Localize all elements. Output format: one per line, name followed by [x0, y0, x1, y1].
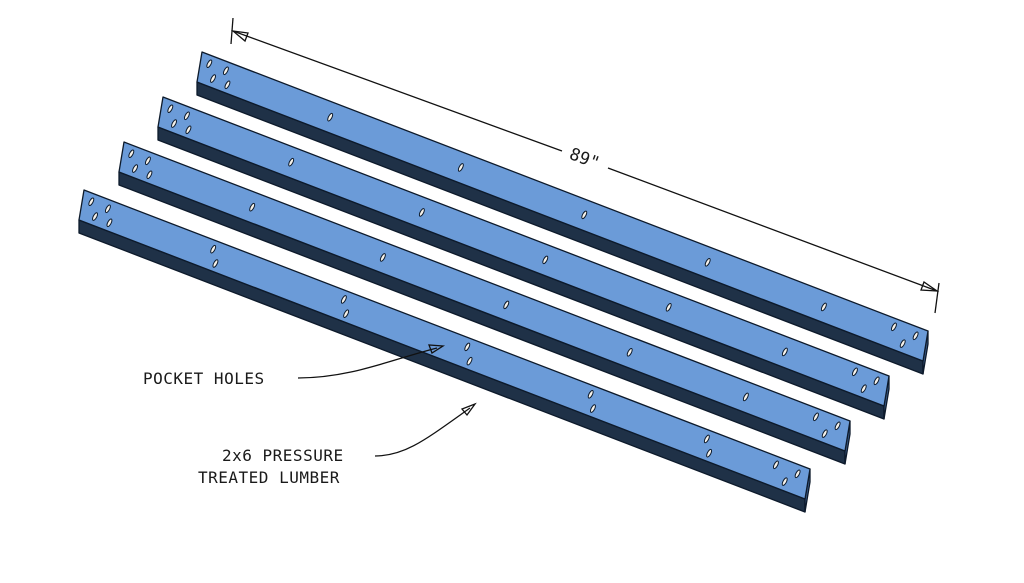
board-4-pocket-hole-9	[464, 342, 471, 352]
lumber-label-line1: 2x6 PRESSURE	[222, 446, 344, 465]
board-3-pocket-hole-2	[132, 164, 138, 173]
board-4-pocket-hole-11	[587, 390, 594, 399]
dimension-line-right	[607, 167, 938, 292]
board-4-pocket-hole-6	[212, 259, 219, 268]
board-1	[196, 51, 929, 375]
board-3	[118, 141, 851, 465]
board-4-pocket-hole-15	[772, 460, 779, 470]
board-2-pocket-hole-12	[873, 376, 880, 386]
board-3-pocket-hole-3	[144, 156, 151, 166]
dimension-arrow-left	[230, 30, 249, 43]
dimension-label: 89"	[566, 144, 602, 173]
board-4-pocket-hole-2	[92, 212, 98, 221]
board-3-pocket-hole-11	[821, 429, 828, 438]
board-4-top	[78, 189, 811, 500]
lumber-label-line2: TREATED LUMBER	[198, 468, 340, 487]
dimension-arrow-right	[920, 280, 940, 292]
board-2-top	[157, 96, 890, 407]
pocket-holes-arrowhead	[428, 344, 446, 354]
board-4-pocket-hole-1	[88, 197, 95, 207]
lumber-leader	[374, 407, 471, 457]
board-1-pocket-hole-3	[222, 66, 229, 76]
board-4-pocket-hole-5	[210, 244, 217, 254]
pocket-holes-callout: POCKET HOLES	[143, 344, 446, 388]
board-4-pocket-hole-10	[466, 356, 473, 366]
board-1-pocket-hole-4	[224, 80, 231, 90]
board-3-pocket-hole-1	[128, 149, 135, 159]
board-1-pocket-hole-7	[581, 210, 588, 220]
board-3-pocket-hole-6	[379, 253, 386, 262]
board-2-pocket-hole-3	[183, 111, 190, 121]
board-2-pocket-hole-2	[171, 119, 177, 128]
board-3-pocket-hole-8	[626, 348, 633, 357]
board-3-pocket-hole-4	[146, 170, 153, 180]
board-4-pocket-hole-14	[706, 448, 713, 458]
board-1-pocket-hole-6	[457, 163, 464, 172]
board-1-pocket-hole-5	[327, 112, 334, 122]
board-1-pocket-hole-10	[890, 322, 897, 332]
board-1-pocket-hole-11	[899, 339, 906, 348]
pocket-holes-leader	[297, 347, 438, 379]
board-1-pocket-hole-8	[704, 258, 711, 267]
board-3-pocket-hole-9	[742, 392, 749, 402]
board-2	[157, 96, 890, 420]
board-4-pocket-hole-17	[794, 469, 801, 479]
board-4-pocket-hole-16	[781, 477, 788, 486]
board-4-pocket-hole-3	[104, 204, 111, 214]
board-4-pocket-hole-12	[589, 404, 596, 413]
board-4-pocket-hole-4	[106, 218, 113, 228]
board-2-pocket-hole-7	[542, 255, 549, 265]
board-3-pocket-hole-10	[812, 412, 819, 422]
board-2-pocket-hole-10	[851, 367, 858, 377]
board-2-pocket-hole-11	[860, 384, 867, 393]
dimension-line-left	[232, 30, 563, 152]
board-3-pocket-hole-5	[249, 202, 256, 212]
board-4-pocket-hole-7	[340, 295, 347, 304]
board-3-top	[118, 141, 851, 452]
pocket-holes-label: POCKET HOLES	[143, 369, 265, 388]
lumber-callout: 2x6 PRESSURE TREATED LUMBER	[198, 402, 477, 487]
board-1-pocket-hole-12	[912, 331, 919, 341]
board-3-pocket-hole-12	[834, 421, 841, 431]
board-1-pocket-hole-2	[210, 74, 216, 83]
board-2-pocket-hole-8	[665, 303, 672, 312]
board-1-top	[196, 51, 929, 362]
board-2-pocket-hole-4	[185, 125, 192, 135]
board-2-pocket-hole-5	[288, 157, 295, 167]
board-2-pocket-hole-1	[167, 104, 174, 114]
board-2-pocket-hole-6	[418, 208, 425, 217]
board-3-pocket-hole-7	[503, 300, 510, 310]
board-4-pocket-hole-13	[703, 434, 710, 444]
board-1-pocket-hole-9	[820, 302, 827, 312]
board-4	[78, 189, 811, 513]
board-2-pocket-hole-9	[781, 347, 788, 357]
dimension-extension-right	[934, 282, 940, 314]
board-4-pocket-hole-8	[343, 309, 350, 319]
boards-group	[78, 51, 929, 513]
board-1-pocket-hole-1	[206, 59, 213, 69]
lumber-arrowhead	[460, 402, 477, 417]
